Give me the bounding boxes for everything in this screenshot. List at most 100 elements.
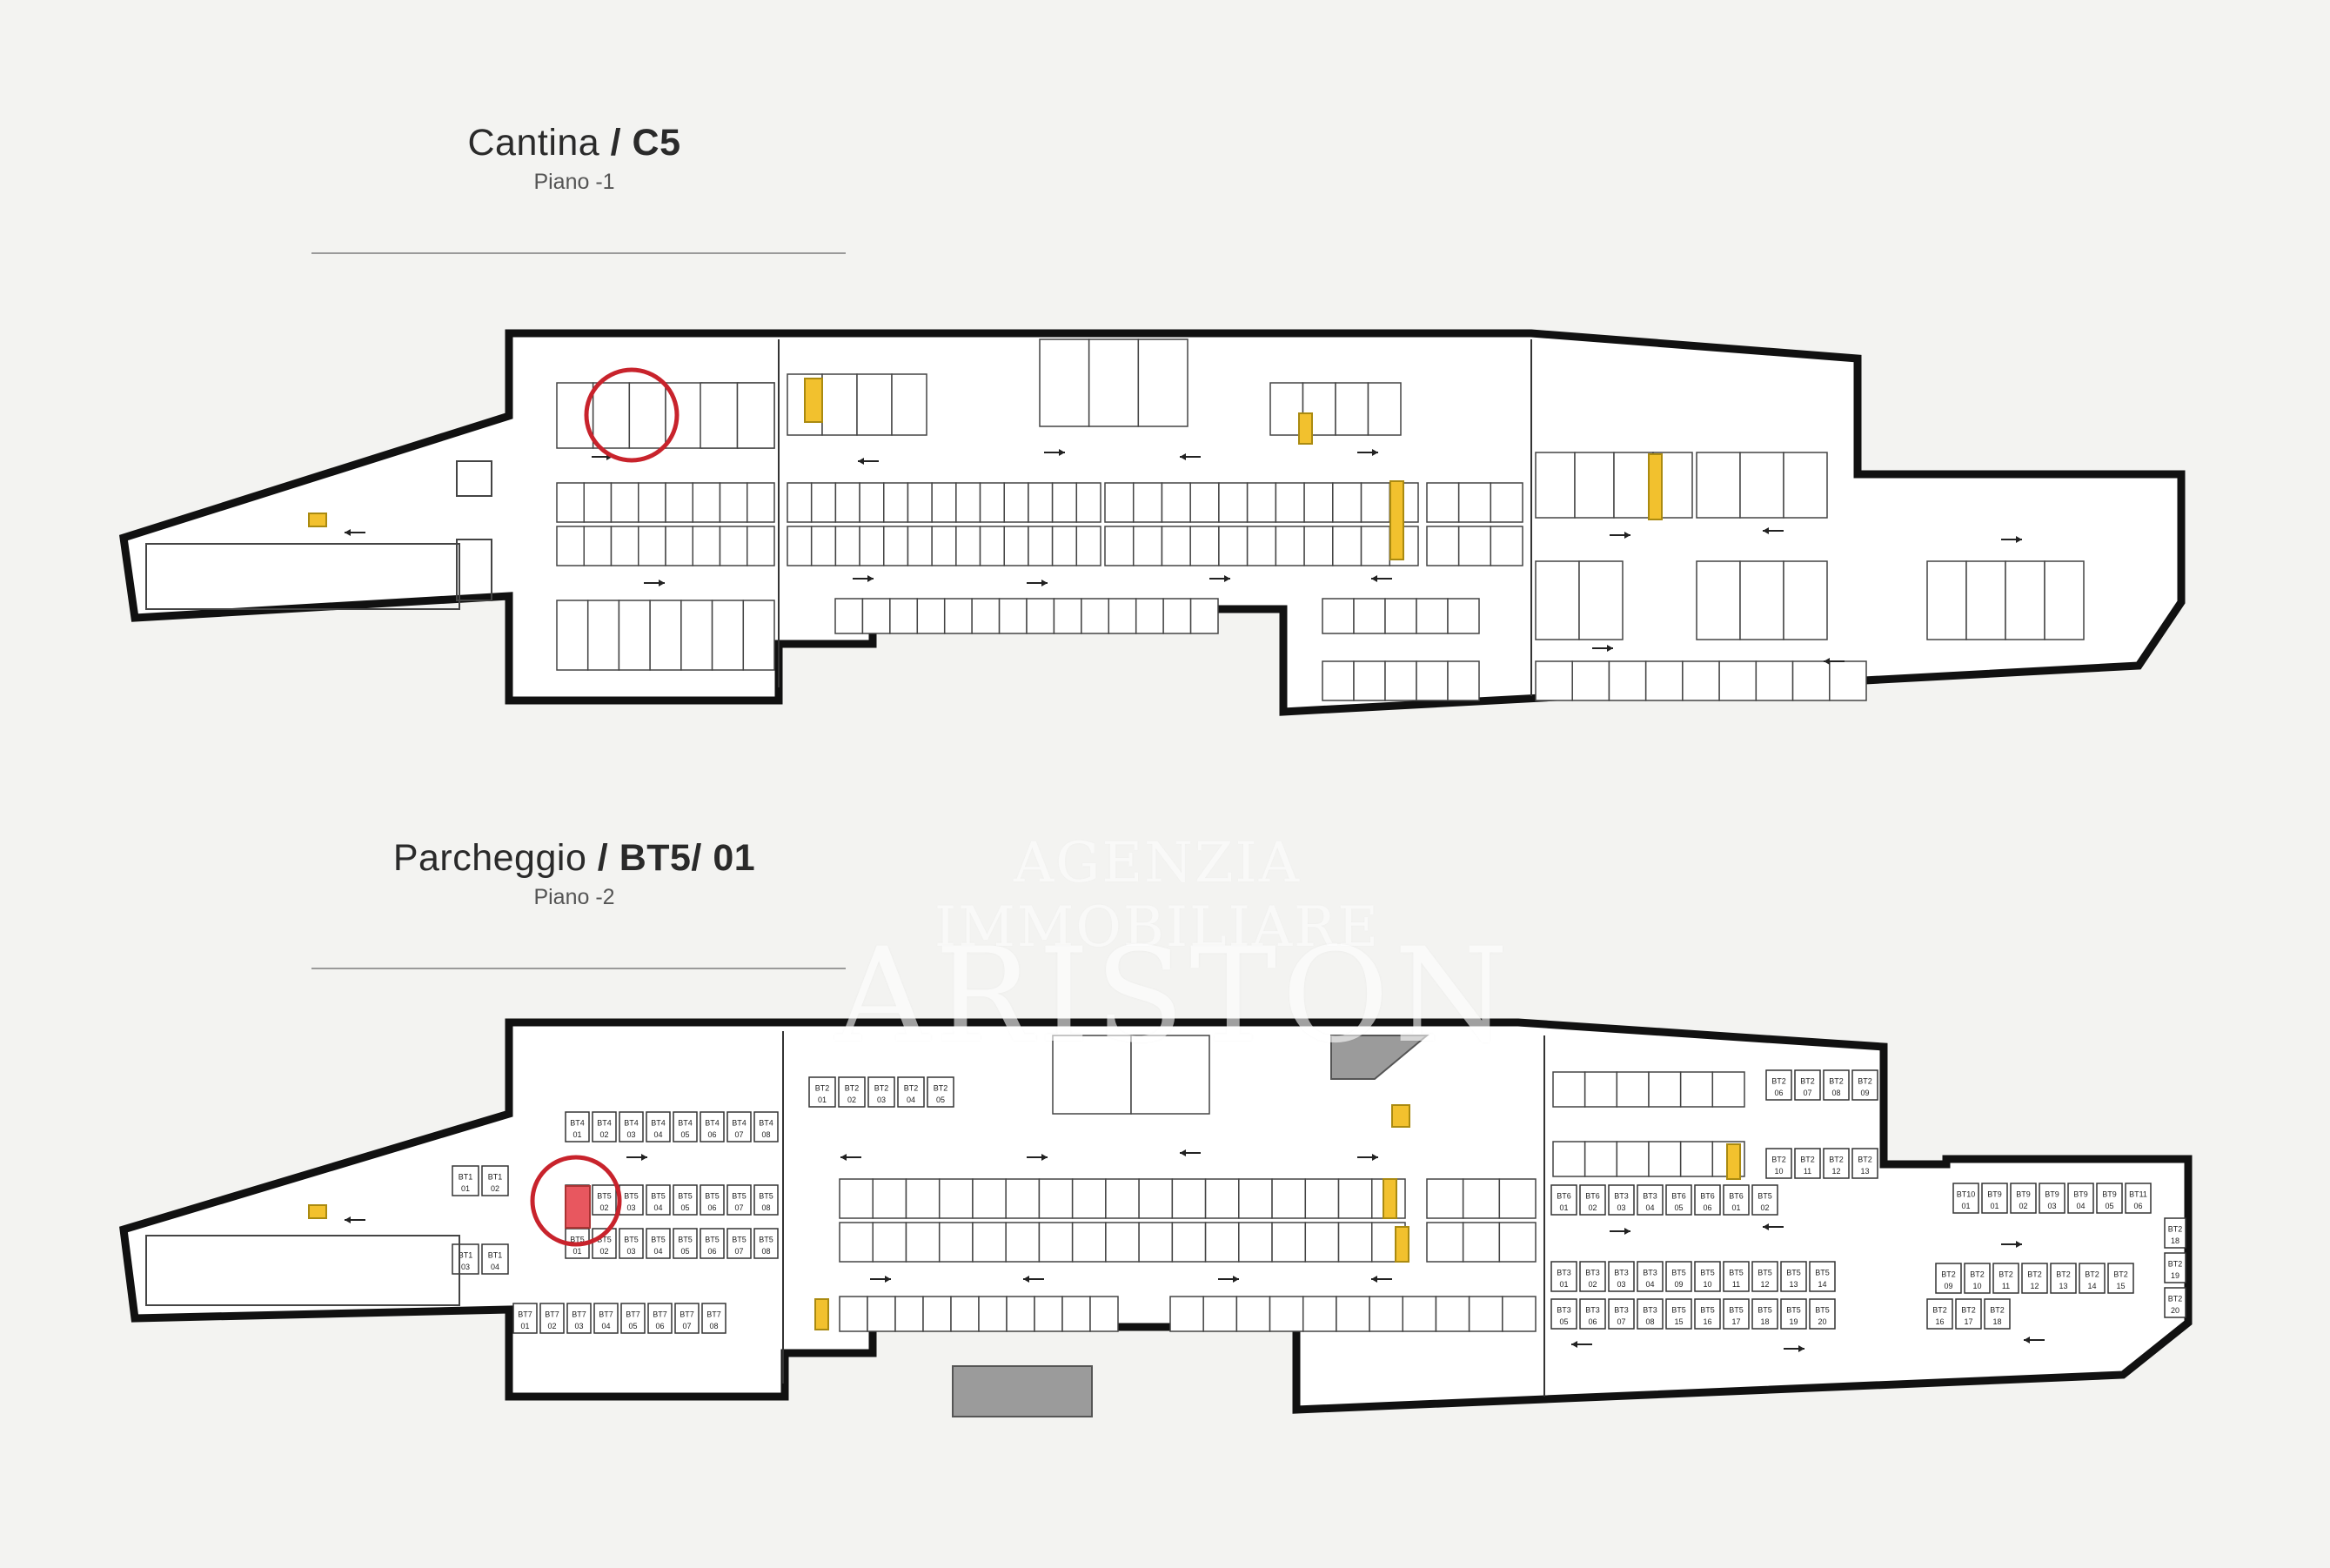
parking-space <box>1462 1222 1501 1263</box>
parking-space <box>610 482 639 523</box>
parking-space <box>1171 1178 1207 1219</box>
space-number-label: 03 <box>574 1322 583 1330</box>
parking-space <box>810 526 837 566</box>
parking-space <box>1071 1222 1107 1263</box>
parking-space <box>1723 1184 1750 1216</box>
parking-space <box>1952 1183 1979 1214</box>
space-number-label: 08 <box>709 1322 718 1330</box>
parking-space <box>1335 382 1369 436</box>
parking-space <box>1780 1261 1807 1292</box>
floor-plan-level-minus2: BT401BT402BT403BT404BT405BT406BT407BT408… <box>119 1018 2193 1417</box>
parking-space <box>872 1178 907 1219</box>
highlight-circle-c5 <box>584 367 680 463</box>
parking-space <box>1535 452 1576 519</box>
space-code-label: BT3 <box>1585 1268 1600 1277</box>
space-number-label: 08 <box>1831 1089 1840 1097</box>
parking-space <box>1104 526 1135 566</box>
parking-space <box>1028 482 1054 523</box>
space-number-label: 01 <box>818 1096 827 1104</box>
parking-space <box>742 600 775 671</box>
space-number-label: 07 <box>682 1322 691 1330</box>
parking-space <box>646 1228 671 1259</box>
parking-space <box>1171 1222 1207 1263</box>
space-number-label: 17 <box>1731 1317 1740 1326</box>
parking-space <box>1337 1178 1373 1219</box>
space-number-label: 09 <box>1860 1089 1869 1097</box>
space-number-label: 01 <box>1961 1202 1970 1210</box>
space-number-label: 20 <box>1818 1317 1826 1326</box>
parking-space <box>1926 1298 1953 1330</box>
traffic-arrow-head <box>1372 449 1378 456</box>
space-code-label: BT2 <box>815 1083 830 1092</box>
space-code-label: BT9 <box>1987 1189 2002 1198</box>
parking-space <box>1723 1261 1750 1292</box>
parking-space <box>2050 1263 2077 1294</box>
space-code-label: BT5 <box>1758 1191 1772 1200</box>
selected-parking-bt5-01 <box>565 1185 591 1229</box>
parking-space <box>592 1184 617 1216</box>
space-code-label: BT2 <box>1858 1155 1872 1163</box>
space-number-label: 14 <box>2087 1282 2096 1290</box>
parking-space <box>539 1303 565 1334</box>
parking-space <box>905 1222 941 1263</box>
parking-space <box>1608 1298 1635 1330</box>
parking-space <box>955 526 981 566</box>
parking-space <box>556 482 585 523</box>
parking-space <box>1367 382 1402 436</box>
parking-space <box>753 1184 779 1216</box>
parking-space <box>1038 1178 1074 1219</box>
plan-title-separator: / <box>599 122 633 164</box>
parking-space <box>1765 1069 1792 1101</box>
parking-space <box>1426 1222 1464 1263</box>
parking-space <box>1218 526 1249 566</box>
space-code-label: BT2 <box>904 1083 919 1092</box>
parking-space <box>1679 1071 1714 1108</box>
space-code-label: BT5 <box>1671 1268 1686 1277</box>
space-number-label: 02 <box>1588 1280 1597 1289</box>
space-number-label: 02 <box>599 1130 608 1139</box>
parking-space <box>1809 1298 1836 1330</box>
space-number-label: 05 <box>680 1130 689 1139</box>
space-code-label: BT3 <box>1614 1191 1629 1200</box>
space-number-label: 12 <box>1831 1167 1840 1176</box>
space-code-label: BT6 <box>1557 1191 1571 1200</box>
traffic-arrow-head <box>867 575 874 582</box>
space-number-label: 02 <box>2019 1202 2027 1210</box>
space-code-label: BT2 <box>2056 1270 2071 1278</box>
space-code-label: BT1 <box>459 1250 473 1259</box>
space-number-label: 07 <box>734 1130 743 1139</box>
space-number-label: 04 <box>653 1247 662 1256</box>
parking-space <box>1964 1263 1991 1294</box>
space-number-label: 06 <box>1774 1089 1783 1097</box>
space-number-label: 05 <box>2105 1202 2113 1210</box>
parking-space <box>1162 598 1192 634</box>
parking-space <box>1105 1178 1140 1219</box>
space-code-label: BT2 <box>1961 1305 1976 1314</box>
space-number-label: 11 <box>1732 1280 1740 1289</box>
parking-space <box>1360 482 1391 523</box>
traffic-arrow-head <box>840 1154 847 1161</box>
parking-space <box>1302 1296 1337 1332</box>
parking-space <box>1137 338 1188 427</box>
parking-space <box>1034 1296 1063 1332</box>
parking-space <box>1648 1141 1682 1177</box>
parking-space <box>1679 1141 1714 1177</box>
space-code-label: BT2 <box>1829 1155 1844 1163</box>
parking-space <box>907 526 933 566</box>
parking-space <box>1353 660 1386 701</box>
parking-space <box>1088 338 1140 427</box>
space-code-label: BT5 <box>597 1191 612 1200</box>
space-number-label: 18 <box>2171 1236 2179 1245</box>
parking-space <box>1332 526 1363 566</box>
parking-space <box>1823 1148 1850 1179</box>
parking-space <box>1490 482 1523 523</box>
parking-space <box>1783 560 1828 640</box>
space-code-label: BT4 <box>732 1118 747 1127</box>
parking-space <box>1426 526 1460 566</box>
parking-space <box>701 1303 726 1334</box>
parking-space <box>1447 660 1480 701</box>
parking-space <box>593 1303 619 1334</box>
parking-space <box>1416 660 1449 701</box>
parking-space <box>619 1228 644 1259</box>
space-number-label: 05 <box>680 1247 689 1256</box>
